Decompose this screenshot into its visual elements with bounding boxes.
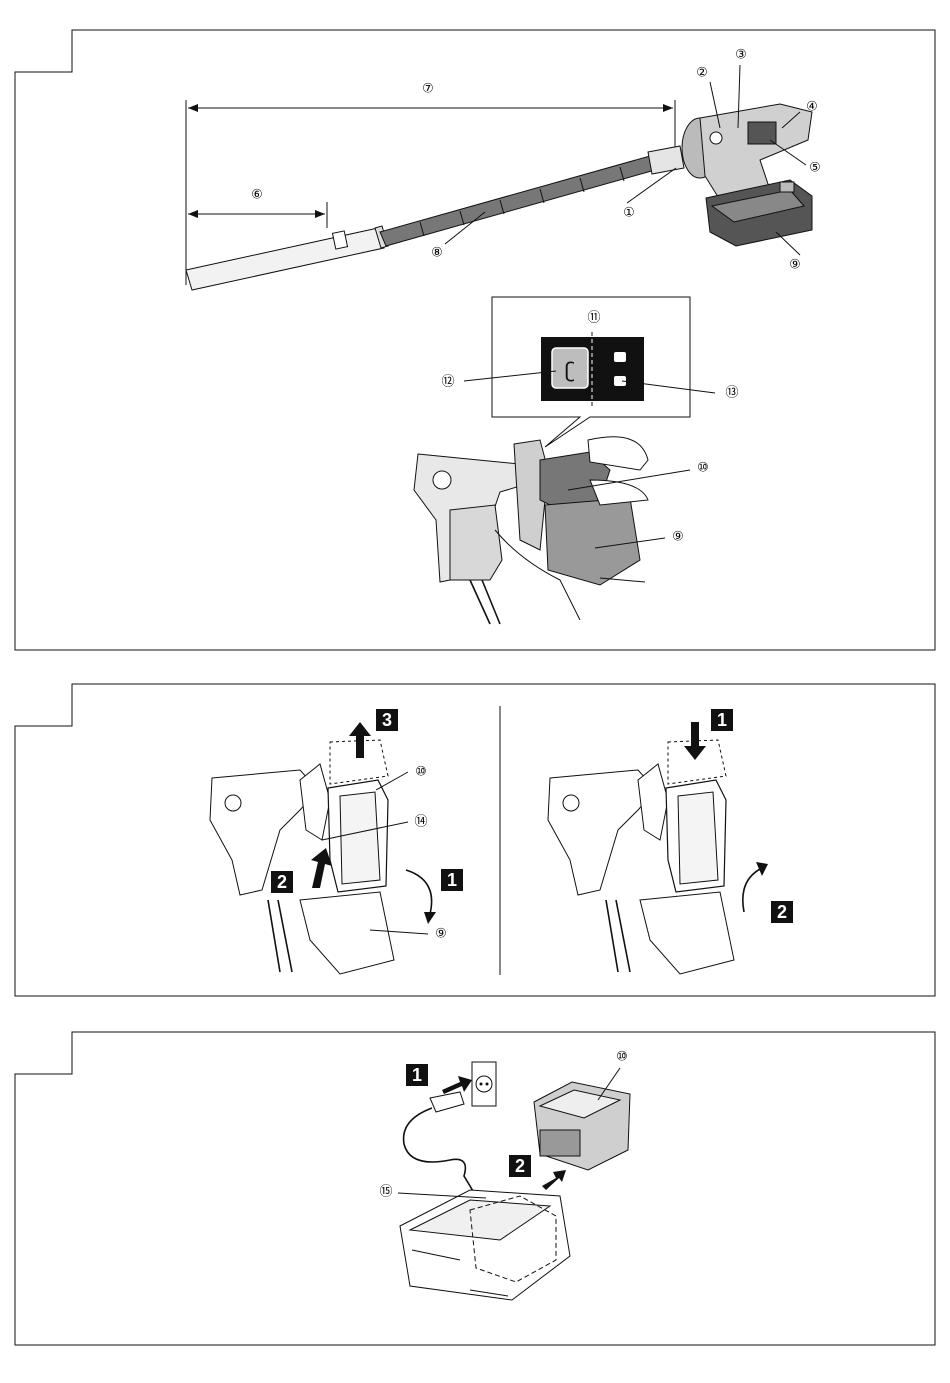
callout-7: ⑦: [422, 82, 434, 97]
step-label-right-1: 1: [717, 710, 727, 730]
motor-unit-illustration: [682, 104, 812, 246]
charger-illustration: [400, 1190, 570, 1300]
callout-3: ③: [735, 48, 747, 63]
figure-2-panel: 3 2 1 ⑩ ⑭ ⑨ 1 2: [0, 660, 950, 1005]
callout-14: ⑭: [414, 815, 427, 830]
battery-removal-illustration: [210, 740, 394, 974]
callout-10-fig2: ⑩: [415, 765, 427, 780]
step-label-fig3-1: 1: [412, 1065, 422, 1085]
figure-3-panel: 1 2 ⑩ ⑮: [0, 1010, 950, 1383]
step-label-fig3-2: 2: [515, 1156, 525, 1176]
callout-10-fig3: ⑩: [616, 1050, 628, 1065]
step-label-left-1: 1: [447, 870, 457, 890]
vibration-icon: ʗ: [565, 358, 575, 382]
callout-5: ⑤: [809, 161, 821, 176]
vibrator-head-illustration: [186, 226, 388, 290]
callout-8: ⑧: [431, 246, 443, 261]
figure-1-panel: ① ② ③ ④ ⑤ ⑥ ⑦ ⑧ ⑨ ʗ ⑪ ⑫ ⑬ ⑩ ⑨: [0, 0, 950, 660]
callout-13: ⑬: [725, 386, 738, 401]
callout-9-fig2: ⑨: [435, 927, 447, 942]
wall-outlet-illustration: [472, 1062, 496, 1106]
callout-11: ⑪: [587, 311, 600, 326]
callout-9: ⑨: [789, 258, 801, 273]
step-label-left-3: 3: [382, 710, 392, 730]
handle-with-battery-illustration: [414, 437, 648, 624]
callout-15: ⑮: [379, 1185, 392, 1200]
arrow-plug-step-1: [442, 1076, 472, 1094]
step-label-left-2: 2: [277, 872, 287, 892]
callout-10: ⑩: [697, 461, 709, 476]
arrow-push-step-2: [311, 848, 332, 888]
arrow-insert-step-2: [542, 1170, 566, 1190]
battery-pack-illustration: [534, 1082, 630, 1170]
indicator-lamp-upper: [614, 352, 626, 362]
power-plug-cord-illustration: [404, 1092, 476, 1196]
battery-install-illustration: [548, 740, 734, 974]
flexible-shaft-illustration: [380, 146, 684, 246]
arrow-rotate-step-2: [743, 868, 762, 912]
callout-2: ②: [696, 66, 708, 81]
arrow-rotate-step-1: [406, 870, 432, 914]
step-label-right-2: 2: [777, 902, 787, 922]
figure-2-frame: [15, 684, 935, 996]
callout-4: ④: [806, 100, 818, 115]
callout-1: ①: [623, 206, 635, 221]
callout-12: ⑫: [441, 375, 454, 390]
callout-6: ⑥: [251, 188, 263, 203]
callout-9-lower: ⑨: [672, 530, 684, 545]
